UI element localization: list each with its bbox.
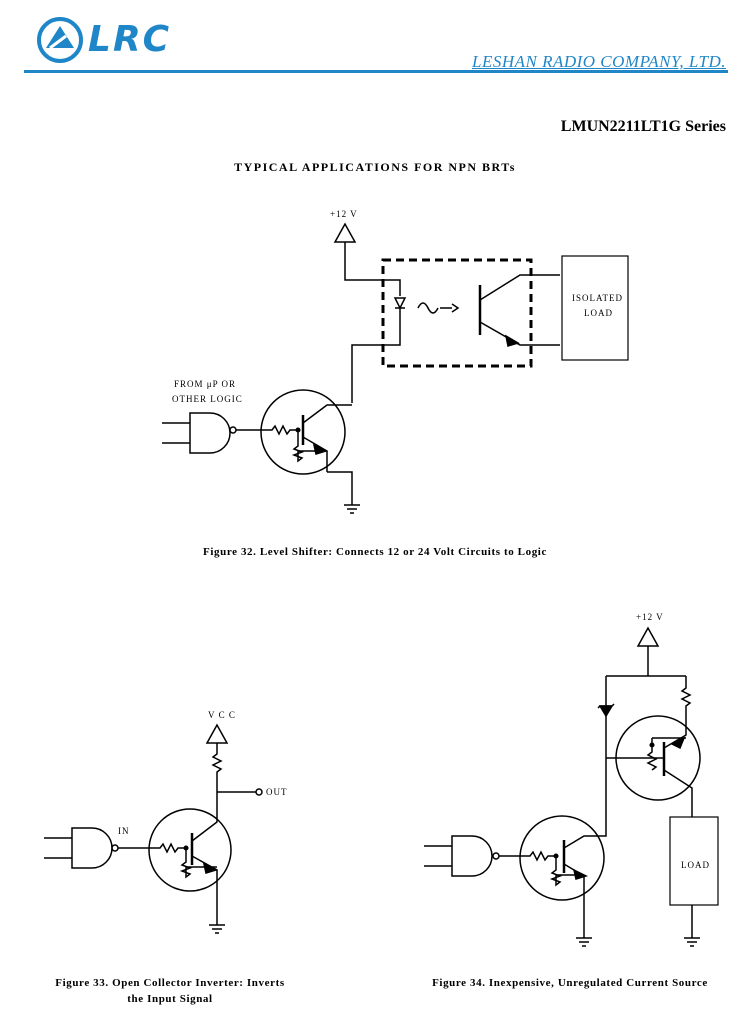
led-icon xyxy=(393,297,407,310)
brt-transistor-icon xyxy=(519,815,605,901)
figure-33-caption-line1: Figure 33. Open Collector Inverter: Inve… xyxy=(55,977,285,989)
figure-32-level-shifter: +12 V ISOLATED LOAD FROM μP OR OTHER LOG… xyxy=(162,209,629,514)
series-title: LMUN2211LT1G Series xyxy=(560,118,726,135)
figure-32-caption: Figure 32. Level Shifter: Connects 12 or… xyxy=(203,546,547,558)
company-name: LESHAN RADIO COMPANY, LTD. xyxy=(471,52,726,71)
out-terminal xyxy=(255,788,263,796)
vcc-arrow-icon xyxy=(205,723,229,744)
nand-gate-icon xyxy=(71,827,113,869)
light-wave-icon xyxy=(417,302,439,314)
fig32-input-label1: FROM μP OR xyxy=(174,379,236,389)
figure-34-current-source: +12 V LOAD xyxy=(424,612,719,947)
fig32-input-label2: OTHER LOGIC xyxy=(172,394,243,404)
fig34-supply-label: +12 V xyxy=(636,612,664,622)
ground-icon xyxy=(684,937,700,947)
nand-gate-icon xyxy=(451,835,493,877)
figure-33-caption-line2: the Input Signal xyxy=(127,993,213,1005)
fig34-load-label: LOAD xyxy=(681,860,710,870)
fig32-load-line2: LOAD xyxy=(584,308,613,318)
optocoupler-box xyxy=(381,258,533,368)
brt-transistor-icon xyxy=(148,808,232,892)
figure-33-open-collector: V C C OUT IN xyxy=(44,710,288,934)
load-box xyxy=(669,816,719,906)
fig32-load-line1: ISOLATED xyxy=(572,293,623,303)
fig33-supply-label: V C C xyxy=(208,710,236,720)
ground-icon xyxy=(344,504,360,514)
isolated-load-box xyxy=(561,255,629,361)
lrc-logo xyxy=(37,17,83,63)
nand-gate-icon xyxy=(189,412,231,454)
fig32-supply-label: +12 V xyxy=(330,209,358,219)
figure-34-caption: Figure 34. Inexpensive, Unregulated Curr… xyxy=(432,977,708,989)
ground-icon xyxy=(576,937,592,947)
supply-arrow-icon xyxy=(636,626,660,647)
header-rule xyxy=(24,70,728,73)
fig33-out-label: OUT xyxy=(266,787,288,797)
ground-icon xyxy=(209,924,225,934)
logo-text: LRC xyxy=(88,19,172,60)
fig33-in-label: IN xyxy=(118,826,130,836)
supply-arrow-icon xyxy=(333,222,357,243)
section-title: TYPICAL APPLICATIONS FOR NPN BRTs xyxy=(234,160,516,174)
brt-transistor-icon xyxy=(260,389,346,475)
